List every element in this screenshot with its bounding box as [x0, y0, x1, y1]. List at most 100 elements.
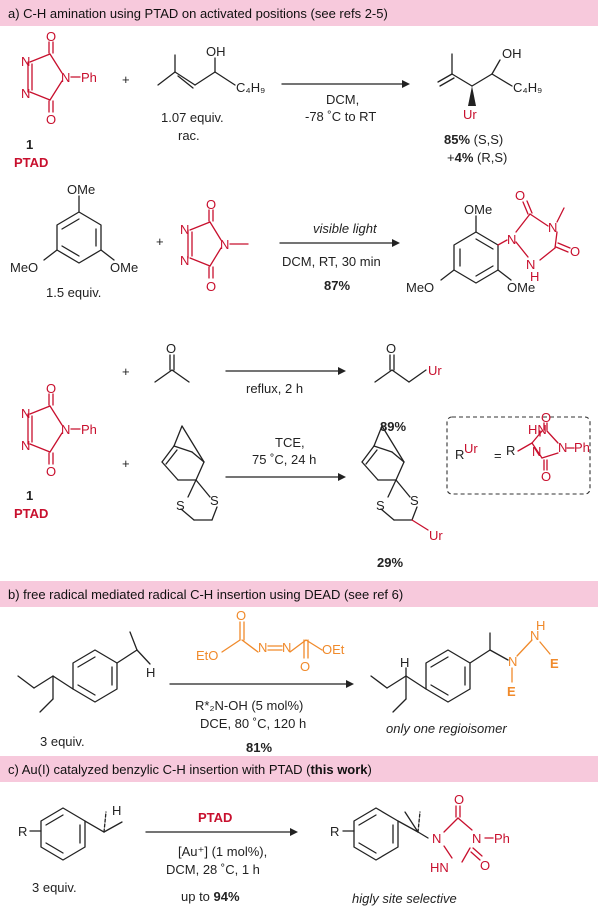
compound-number: 1: [26, 137, 33, 152]
norbornene-dithiolane: S S: [161, 425, 219, 521]
svg-text:O: O: [386, 341, 396, 356]
section-a-header: a) C-H amination using PTAD on activated…: [8, 6, 388, 21]
svg-text:OEt: OEt: [322, 642, 345, 657]
svg-text:1.07 equiv.: 1.07 equiv.: [161, 110, 224, 125]
section-a-header-bg: [0, 0, 598, 26]
svg-text:reflux, 2 h: reflux, 2 h: [246, 381, 303, 396]
svg-text:Ur: Ur: [429, 528, 443, 543]
section-b-header: b) free radical mediated radical C-H ins…: [8, 587, 403, 602]
svg-text:O: O: [480, 858, 490, 873]
svg-text:OH: OH: [206, 44, 226, 59]
svg-text:TCE,: TCE,: [275, 435, 305, 450]
ptad-label: PTAD: [14, 155, 48, 170]
yield-ss: 85% (S,S): [444, 132, 503, 147]
svg-text:N: N: [432, 831, 441, 846]
svg-text:N: N: [61, 422, 70, 437]
svg-text:Ur: Ur: [464, 441, 478, 456]
svg-text:O: O: [46, 381, 56, 396]
svg-text:N: N: [508, 654, 517, 669]
svg-text:DCM,: DCM,: [326, 92, 359, 107]
trimethoxybenzene: OMe MeO OMe 1.5 equiv.: [10, 182, 138, 300]
svg-text:OMe: OMe: [507, 280, 535, 295]
svg-text:S: S: [210, 493, 219, 508]
svg-text:OMe: OMe: [67, 182, 95, 197]
svg-text:+: +: [122, 364, 130, 379]
svg-text:O: O: [236, 608, 246, 623]
acetone: O: [154, 341, 190, 383]
svg-text:Ur: Ur: [428, 363, 442, 378]
svg-text:H: H: [146, 665, 155, 680]
plus-sign: +: [122, 72, 130, 87]
svg-text:N: N: [507, 232, 516, 247]
svg-text:89%: 89%: [380, 419, 406, 434]
section-b-header-bg: [0, 581, 598, 607]
hydrazine-product: H N N H E E: [370, 618, 559, 713]
svg-text:S: S: [410, 493, 419, 508]
svg-text:O: O: [166, 341, 176, 356]
svg-text:N: N: [282, 640, 291, 655]
svg-text:N: N: [21, 406, 30, 421]
svg-text:E: E: [507, 684, 516, 699]
svg-text:O: O: [454, 792, 464, 807]
ur-definition-box: [446, 416, 591, 495]
svg-text:O: O: [570, 244, 580, 259]
svg-text:only one regioisomer: only one regioisomer: [386, 721, 507, 736]
svg-text:Ph: Ph: [574, 440, 590, 455]
svg-text:87%: 87%: [324, 278, 350, 293]
svg-text:H: H: [536, 618, 545, 633]
svg-text:PTAD: PTAD: [198, 810, 232, 825]
svg-text:Ph: Ph: [81, 422, 97, 437]
svg-text:visible light: visible light: [313, 221, 378, 236]
svg-text:Ur: Ur: [463, 107, 477, 122]
aryl-substrate: R H 3 equiv.: [18, 803, 123, 895]
svg-text:O: O: [300, 659, 310, 674]
svg-text:N: N: [258, 640, 267, 655]
mtad-molecule: N N N O O: [180, 197, 249, 294]
svg-text:+: +: [156, 234, 164, 249]
dialkyl-benzene-substrate: H 3 equiv.: [17, 631, 155, 749]
section-c-header: c) Au(I) catalyzed benzylic C-H insertio…: [8, 762, 372, 777]
svg-text:N: N: [548, 220, 557, 235]
svg-text:+: +: [122, 456, 130, 471]
svg-text:N: N: [532, 444, 541, 459]
svg-text:N: N: [180, 253, 189, 268]
svg-text:OMe: OMe: [464, 202, 492, 217]
svg-text:R: R: [330, 824, 339, 839]
svg-text:R*₂N-OH (5 mol%): R*₂N-OH (5 mol%): [195, 698, 303, 713]
svg-text:O: O: [541, 410, 551, 425]
svg-text:Ph: Ph: [81, 70, 97, 85]
svg-text:N: N: [21, 438, 30, 453]
svg-text:MeO: MeO: [10, 260, 38, 275]
svg-text:EtO: EtO: [196, 648, 218, 663]
dead-reagent: EtO O N N O OEt: [196, 608, 345, 674]
svg-text:N: N: [472, 831, 481, 846]
svg-text:C₄H₉: C₄H₉: [236, 80, 265, 95]
section-c-header-bg: [0, 756, 598, 782]
svg-text:E: E: [550, 656, 559, 671]
amination-product-1: OH Ur C₄H₉: [437, 46, 542, 122]
dithiolane-urazole-product: S S Ur: [361, 425, 443, 543]
svg-text:N: N: [220, 237, 229, 252]
svg-text:N: N: [21, 54, 30, 69]
site-selective-product: R N N HN O O Ph: [330, 792, 510, 875]
svg-text:R: R: [455, 447, 464, 462]
svg-text:H: H: [400, 655, 409, 670]
svg-text:HN: HN: [430, 860, 449, 875]
svg-text:N: N: [180, 222, 189, 237]
svg-text:R: R: [18, 824, 27, 839]
svg-text:1: 1: [26, 488, 33, 503]
svg-text:HN: HN: [528, 422, 547, 437]
svg-text:O: O: [46, 464, 56, 479]
svg-text:-78 ˚C to RT: -78 ˚C to RT: [305, 109, 376, 124]
triazolidinedione-product-2: OMe MeO OMe N N N H O O: [406, 188, 580, 295]
svg-text:75 ˚C, 24 h: 75 ˚C, 24 h: [252, 452, 316, 467]
svg-text:29%: 29%: [377, 555, 403, 570]
svg-text:N: N: [530, 628, 539, 643]
svg-text:DCM, 28 ˚C, 1 h: DCM, 28 ˚C, 1 h: [166, 862, 260, 877]
svg-text:O: O: [46, 29, 56, 44]
svg-text:C₄H₉: C₄H₉: [513, 80, 542, 95]
svg-text:81%: 81%: [246, 740, 272, 755]
svg-text:S: S: [376, 498, 385, 513]
allylic-alcohol: OH C₄H₉ 1.07 equiv. rac.: [157, 44, 265, 143]
